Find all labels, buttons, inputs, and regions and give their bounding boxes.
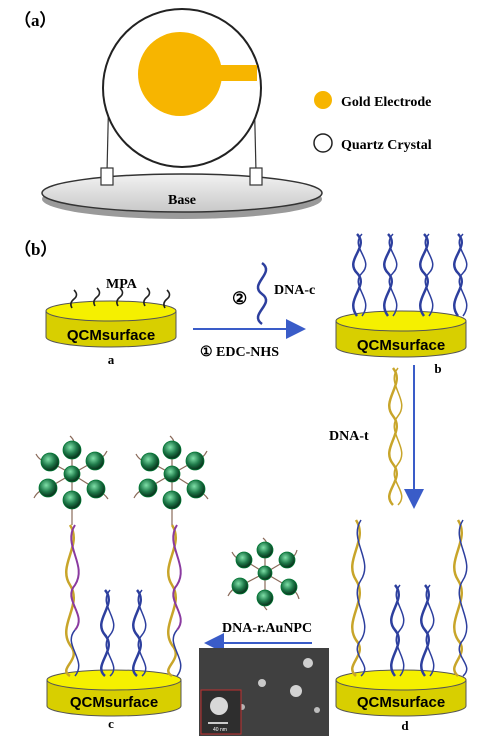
legend-gold-text: Gold Electrode — [341, 95, 431, 110]
free-aunp-cluster — [227, 537, 300, 611]
mpa-label: MPA — [106, 277, 138, 292]
aunp-cluster-c-left — [33, 435, 109, 525]
mpa-linkers — [70, 287, 171, 309]
aunp-cluster-c-right — [133, 435, 209, 525]
legend: Gold Electrode Quartz Crystal — [313, 91, 432, 153]
qcm-surface-a: QCMsurface a — [45, 300, 177, 367]
surface-c-letter: c — [108, 716, 114, 731]
surface-b-letter: b — [434, 361, 441, 376]
tem-image: 40 nm — [199, 648, 329, 736]
base: Base — [41, 173, 323, 219]
dna-strands-d — [351, 519, 468, 677]
surface-a-text: QCMsurface — [67, 327, 155, 344]
free-dna-c — [256, 261, 268, 326]
qcm-surface-c: QCMsurface c — [46, 669, 182, 731]
qcm-surface-d: QCMsurface d — [335, 669, 467, 733]
legend-gold-swatch — [314, 91, 332, 109]
dna-strands-c — [65, 524, 182, 678]
dna-t-label: DNA-t — [329, 429, 369, 444]
panel-a-label: （a） — [14, 10, 57, 30]
surface-c-text: QCMsurface — [70, 694, 158, 711]
legend-quartz-text: Quartz Crystal — [341, 138, 432, 153]
panel-b-label: （b） — [14, 239, 57, 259]
base-label: Base — [168, 193, 196, 208]
surface-d-text: QCMsurface — [357, 694, 445, 711]
surface-a-letter: a — [108, 352, 115, 367]
dna-r-label: DNA-r.AuNPC — [222, 621, 312, 636]
tem-scale-label: 40 nm — [213, 727, 227, 733]
surface-d-letter: d — [401, 718, 409, 733]
legend-quartz-swatch — [313, 133, 333, 153]
free-dna-t — [388, 367, 403, 506]
qcm-surface-b: QCMsurface b — [335, 310, 467, 376]
step1-label: ① EDC-NHS — [200, 345, 279, 360]
dna-c-strands-b — [352, 233, 468, 317]
gold-electrode — [138, 32, 257, 116]
step2-label: ② — [232, 289, 247, 308]
dna-c-label: DNA-c — [274, 283, 315, 298]
surface-b-text: QCMsurface — [357, 337, 445, 354]
